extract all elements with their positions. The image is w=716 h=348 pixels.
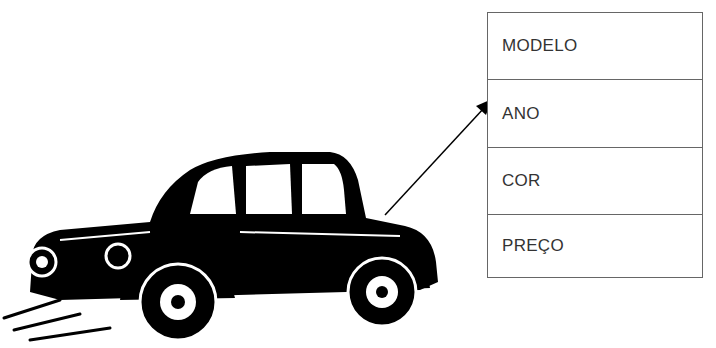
car-windows xyxy=(60,164,400,240)
pointer-arrow xyxy=(385,99,492,215)
field-label: MODELO xyxy=(488,36,589,56)
wheels xyxy=(140,258,416,340)
speed-lines xyxy=(4,300,110,340)
field-label: COR xyxy=(488,171,553,191)
field-cell: COR xyxy=(487,148,703,215)
field-label: PREÇO xyxy=(488,236,576,256)
field-cell: PREÇO xyxy=(487,215,703,278)
headlights xyxy=(28,244,130,276)
field-cell: MODELO xyxy=(487,12,703,80)
field-cell: ANO xyxy=(487,80,703,148)
field-label: ANO xyxy=(488,104,552,124)
